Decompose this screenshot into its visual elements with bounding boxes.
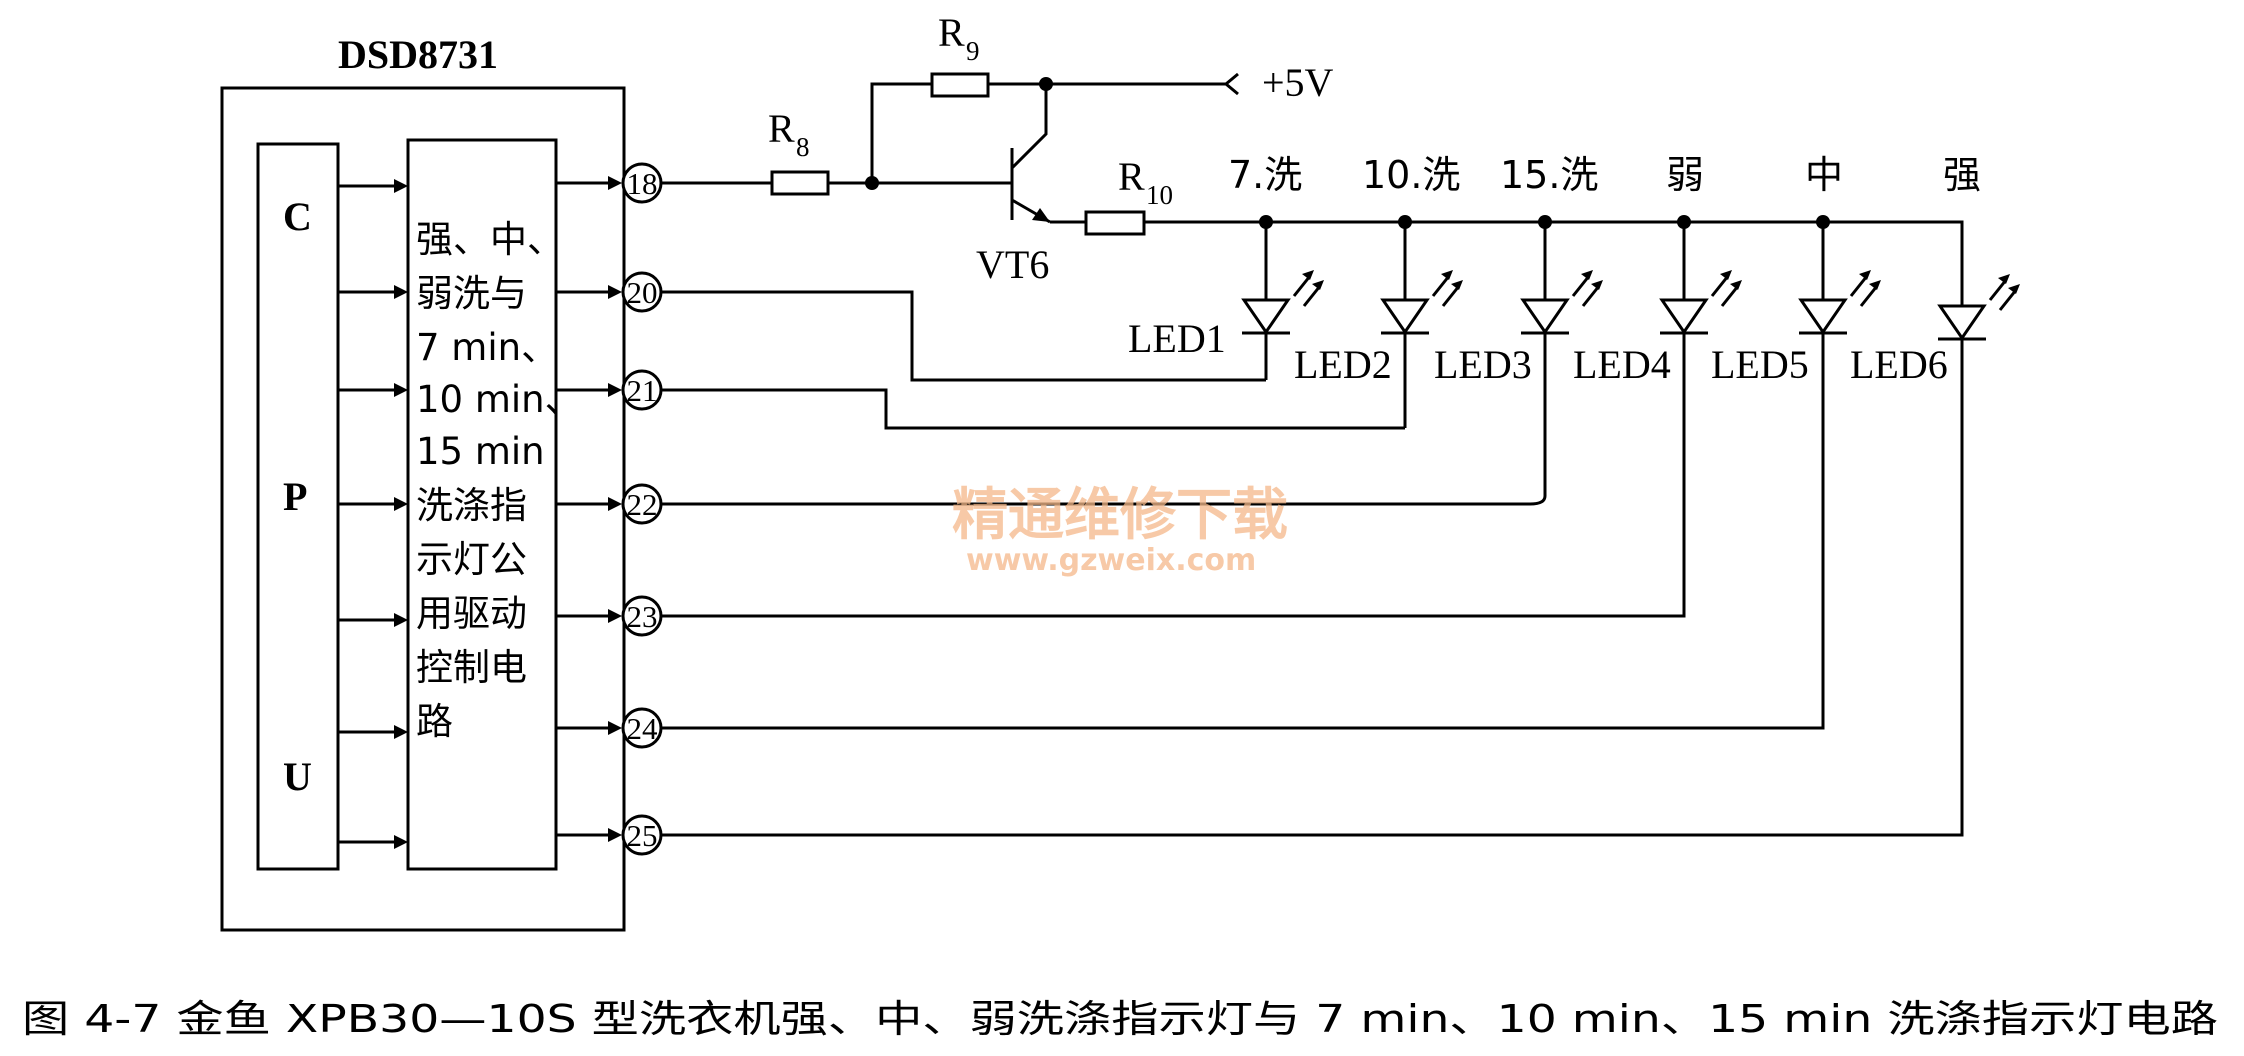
r9-sub: 9 (966, 36, 980, 66)
function-label: 弱 (1666, 153, 1704, 197)
driver-line: 用驱动 (416, 592, 527, 635)
cpu-to-driver-arrows (338, 179, 408, 849)
driver-line: 15 min (416, 430, 545, 473)
cpu-letter-c: C (283, 194, 312, 239)
driver-block (406, 138, 558, 871)
led-label: LED4 (1573, 342, 1671, 387)
transistor-label: VT6 (976, 242, 1049, 287)
chip-title: DSD8731 (338, 32, 498, 77)
led-2 (1380, 222, 1463, 428)
pin-20: 20 (627, 275, 658, 310)
watermark-url: www.gzweix.com (966, 543, 1256, 578)
driver-line: 示灯公 (416, 538, 527, 581)
function-label: 强 (1943, 153, 1981, 197)
driver-line: 7 min、 (416, 326, 558, 369)
led-label: LED5 (1711, 342, 1809, 387)
wire-pin23-led4 (661, 608, 1686, 618)
led-3 (1520, 222, 1603, 496)
pin-22: 22 (627, 487, 658, 522)
wire-pin21-led2 (661, 388, 1405, 430)
driver-line: 控制电 (416, 646, 527, 689)
function-label: 15.洗 (1500, 153, 1598, 197)
supply-label: +5V (1262, 60, 1334, 105)
pin-24: 24 (627, 711, 659, 746)
r9-label: R (938, 10, 965, 55)
driver-block-text: 强、中、 弱洗与 7 min、 10 min、 15 min 洗涤指 示灯公 用… (416, 218, 582, 743)
pin-25: 25 (627, 818, 658, 853)
r10-sub: 10 (1146, 180, 1173, 210)
wire-pin20-led1 (661, 290, 1266, 382)
cpu-block (256, 142, 340, 871)
function-label: 7.洗 (1228, 153, 1302, 197)
figure-caption: 图 4-7 金鱼 XPB30—10S 型洗衣机强、中、弱洗涤指示灯与 7 min… (22, 997, 2218, 1041)
function-label: 中 (1805, 153, 1843, 197)
driver-line: 强、中、 (416, 218, 564, 261)
led-1 (1241, 222, 1324, 380)
led-6 (1937, 274, 2020, 828)
watermark-cn: 精通维修下载 (952, 483, 1288, 548)
led-label: LED1 (1128, 316, 1226, 361)
r8-label: R (768, 106, 795, 151)
function-label: 10.洗 (1362, 153, 1460, 197)
led-label: LED6 (1850, 342, 1948, 387)
wire-r9-left (870, 82, 932, 183)
supply-arrow (1223, 72, 1239, 96)
led-5 (1798, 222, 1881, 718)
pin-labels: 18 20 21 22 23 24 25 (621, 162, 663, 856)
driver-to-pin-arrows (556, 176, 622, 842)
r8-sub: 8 (796, 132, 810, 162)
transistor-vt6 (1010, 84, 1086, 224)
resistor-r10 (1084, 210, 1146, 236)
led-label: LED2 (1294, 342, 1392, 387)
wire-pin25-led6 (661, 828, 1964, 837)
r10-label: R (1118, 154, 1145, 199)
driver-line: 路 (416, 700, 453, 743)
wire-pin22-led3 (661, 495, 1547, 506)
pin-23: 23 (627, 599, 658, 634)
anode-bus (1144, 220, 1964, 306)
driver-line: 洗涤指 (416, 484, 527, 527)
led-label: LED3 (1434, 342, 1532, 387)
driver-line: 弱洗与 (416, 272, 527, 315)
resistor-r8 (770, 170, 830, 196)
driver-line: 10 min、 (416, 378, 582, 421)
wire-pin24-led5 (661, 718, 1825, 730)
cpu-letter-p: P (283, 474, 307, 519)
pin-18: 18 (627, 166, 658, 201)
led-4 (1659, 222, 1742, 608)
cpu-letter-u: U (283, 754, 312, 799)
resistor-r9 (930, 72, 990, 98)
pin-21: 21 (627, 373, 658, 408)
